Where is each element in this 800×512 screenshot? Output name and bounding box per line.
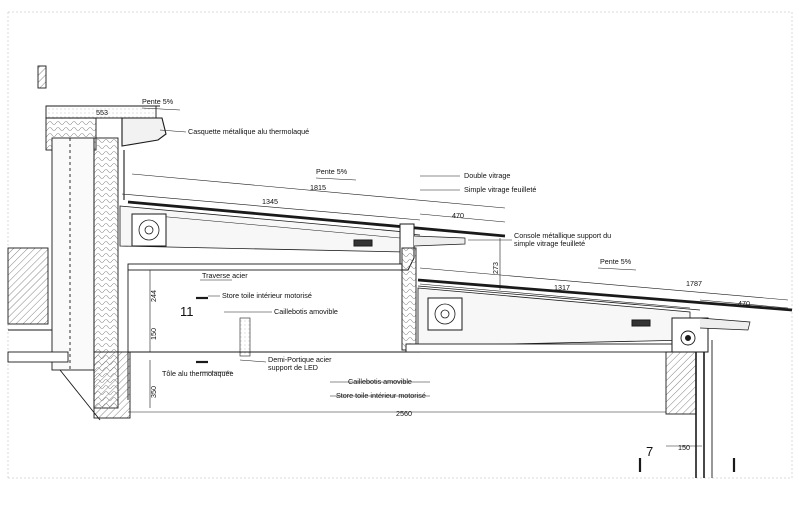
casquette-flashing — [121, 117, 167, 200]
casquette-label: Casquette métallique alu thermolaqué — [188, 127, 309, 136]
dim-1787: 1787 — [686, 279, 702, 288]
double-glazing-label: Double vitrage — [464, 171, 510, 180]
dim-350: 350 — [149, 386, 158, 398]
slope-label-top: Pente 5% — [142, 97, 174, 106]
tole-label: Tôle alu thermolaquée — [162, 369, 234, 378]
slope-label-right: Pente 5% — [600, 257, 632, 266]
caillebotis-bottom-label: Caillebotis amovible — [348, 377, 412, 386]
section-mark-11-label: 11 — [180, 304, 194, 319]
console-label-line2: simple vitrage feuilleté — [514, 239, 585, 248]
dim-244: 244 — [149, 290, 158, 302]
dim-1317: 1317 — [554, 283, 570, 292]
console-label-line1: Console métallique support du — [514, 231, 611, 240]
dimension-lines — [48, 117, 789, 447]
dim-1815: 1815 — [310, 183, 326, 192]
dim-150-left: 150 — [149, 328, 158, 340]
store-top-label: Store toile intérieur motorisé — [222, 291, 312, 300]
dim-470-top: 470 — [452, 211, 464, 220]
section-mark-7: 7 — [638, 444, 736, 472]
sheet-frame — [7, 11, 793, 479]
dim-470-right: 470 — [738, 299, 750, 308]
upper-roof-glazing — [119, 200, 506, 271]
single-glazing-label: Simple vitrage feuilleté — [464, 185, 536, 194]
demi-portique-label-line1: Demi-Portique acier — [268, 355, 332, 364]
section-mark-7-label: 7 — [646, 444, 653, 459]
dim-273: 273 — [491, 262, 500, 274]
slope-label-mid: Pente 5% — [316, 167, 348, 176]
leader-lines — [159, 129, 512, 397]
dim-553: 553 — [96, 108, 108, 117]
left-wall-assembly — [7, 65, 160, 421]
dim-150-bottom: 150 — [678, 443, 690, 452]
slope-arrows — [141, 107, 637, 271]
section-mark-11: 11 — [180, 296, 208, 364]
dim-2560: 2560 — [396, 409, 412, 418]
right-facade-column — [665, 340, 713, 478]
traverse-label: Traverse acier — [202, 271, 248, 280]
dim-1345: 1345 — [262, 197, 278, 206]
caillebotis-top-label: Caillebotis amovible — [274, 307, 338, 316]
store-bottom-label: Store toile intérieur motorisé — [336, 391, 426, 400]
demi-portique-label-line2: support de LED — [268, 363, 318, 372]
right-roof-glazing — [401, 247, 793, 353]
